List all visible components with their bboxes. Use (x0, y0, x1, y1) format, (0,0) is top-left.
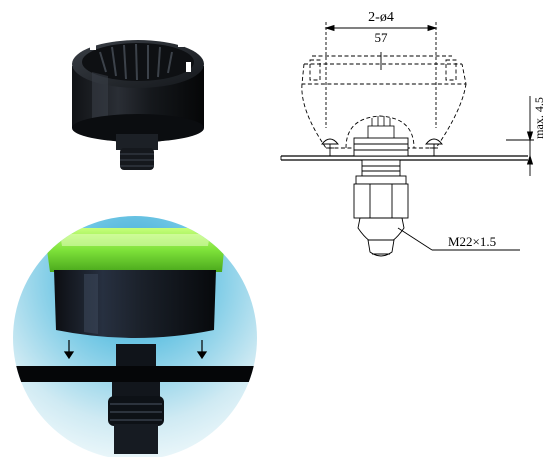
mounting-illustration (13, 216, 257, 457)
screw-icon (425, 138, 443, 156)
hole-spacing-label: 2-ø4 (368, 10, 394, 25)
product-photo-top (72, 38, 204, 170)
down-arrow-icon (63, 340, 75, 360)
technical-drawing (280, 22, 534, 257)
screw-icon (321, 138, 339, 156)
max-height-label: max. 4.5 (532, 97, 546, 139)
thread-label: M22×1.5 (448, 234, 496, 249)
pitch-label: 57 (375, 30, 389, 45)
down-arrow-icon (196, 340, 208, 360)
